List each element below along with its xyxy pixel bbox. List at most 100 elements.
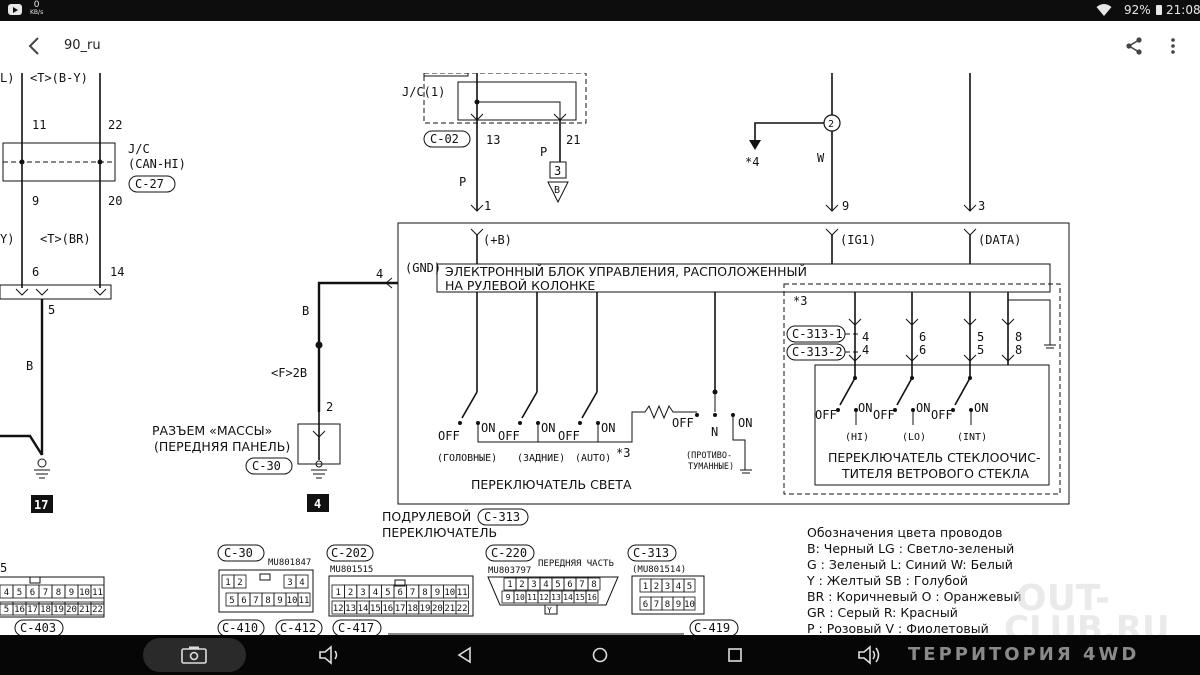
triangle-b (547, 181, 569, 204)
connector-c313-2[interactable]: C-313-2 (792, 345, 843, 359)
ground-4: 4 (314, 497, 321, 511)
jc1-chevrons (470, 113, 567, 121)
connector-pin-number: 5 (4, 605, 9, 615)
wire-star4 (754, 122, 824, 143)
connector-c313-1[interactable]: C-313-1 (792, 327, 843, 341)
connector-pin-number: 10 (515, 593, 525, 602)
light-off-4: OFF (672, 416, 694, 430)
ground-box-17 (31, 495, 53, 513)
connector-pin-number: 5 (687, 582, 692, 592)
home-circle-icon[interactable] (591, 646, 609, 664)
volume-up-icon[interactable] (857, 645, 883, 665)
legend-line: Y : Желтый SB : Голубой (806, 573, 968, 588)
pin-21: 21 (566, 133, 580, 147)
connector-pin-number: 18 (40, 605, 51, 615)
connector-c419[interactable]: C-419 (694, 621, 730, 635)
arrow-down (749, 140, 761, 150)
watermark-line-2: CLUB.RU (1004, 609, 1170, 635)
ecu-title-2: НА РУЛЕВОЙ КОЛОНКЕ (445, 278, 595, 293)
connector-pin-number: 9 (69, 588, 74, 598)
connector-pin-number: 2 (348, 588, 353, 598)
connector-c30-row[interactable]: C-30 (224, 546, 253, 560)
ecu-title-1: ЭЛЕКТРОННЫЙ БЛОК УПРАВЛЕНИЯ, РАСПОЛОЖЕНН… (445, 264, 807, 279)
more-vert-icon[interactable] (1163, 36, 1183, 56)
back-triangle-icon[interactable] (456, 646, 474, 664)
connector-pin-number: 8 (422, 588, 427, 598)
connector-pin-number: 22 (457, 604, 468, 614)
connector-pin-number: 7 (253, 596, 258, 606)
pin-14: 14 (110, 265, 124, 279)
watermark-line-3: ТЕРРИТОРИЯ 4WD (908, 644, 1140, 665)
wiper-switch-box (814, 364, 1050, 486)
connector-pin-number: 8 (56, 588, 61, 598)
connector-c27[interactable]: C-27 (135, 177, 164, 191)
wiring-diagram[interactable]: L) <T>(B-Y) 11 22 J/C (CAN-HI) C-27 9 20… (0, 73, 1200, 635)
connector-pin-number: 5 (229, 596, 234, 606)
legend-line: GR : Серый R: Красный (807, 605, 958, 620)
ground-icon-2 (311, 469, 327, 479)
light-n: N (711, 425, 718, 439)
pin-9: 9 (32, 194, 39, 208)
pin-13: 13 (486, 133, 500, 147)
term-gnd: (GND) (405, 261, 441, 275)
connector-pin-number: 10 (444, 588, 455, 598)
light-switch-name: ПЕРЕКЛЮЧАТЕЛЬ СВЕТА (471, 477, 632, 492)
ground-box-4 (307, 494, 329, 512)
c220-part: MU803797 (488, 566, 531, 576)
connector-tag (423, 130, 471, 148)
pin-c313-8-bot: 8 (1015, 343, 1022, 357)
connector-pin-number: 6 (30, 588, 35, 598)
connector-c403[interactable]: C-403 (20, 621, 56, 635)
connector-c417[interactable]: C-417 (338, 621, 374, 635)
connector-c313-row[interactable]: C-313 (633, 546, 669, 560)
connector-c412[interactable]: C-412 (280, 621, 316, 635)
connector-pin-number: 3 (360, 588, 365, 598)
connector-c410[interactable]: C-410 (222, 621, 258, 635)
volume-down-icon[interactable] (318, 645, 342, 665)
back-arrow-icon[interactable] (22, 33, 48, 59)
legend-line: B: Черный LG : Светло-зеленый (807, 541, 1014, 556)
star-4: *4 (745, 155, 759, 169)
connector-c220[interactable]: C-220 (491, 546, 527, 560)
connector-pin-number: 3 (531, 580, 536, 590)
connector-c313[interactable]: C-313 (484, 510, 520, 524)
connector-pin-number: 8 (591, 580, 596, 590)
connector-c02[interactable]: C-02 (430, 132, 459, 146)
connector-c202[interactable]: C-202 (331, 546, 367, 560)
ground-circle-2 (315, 460, 323, 468)
connector-pin-number: 1 (643, 582, 648, 592)
wire-p-b: P (540, 145, 547, 159)
wiper-off-3: OFF (931, 408, 953, 422)
connector-pin-number: 2 (519, 580, 524, 590)
wiper-switch-contacts (836, 365, 973, 425)
jc-top-tag (423, 73, 469, 77)
chevron (825, 204, 839, 212)
wiper-pin-columns (848, 292, 1056, 365)
connector-c30[interactable]: C-30 (252, 459, 281, 473)
light-on-4: ON (738, 416, 752, 430)
connector-pin-number: 8 (265, 596, 270, 606)
connector-pin-number: 10 (287, 596, 298, 606)
connector-pin-number: 2 (654, 582, 659, 592)
wiper-dashed-frame (783, 283, 1061, 495)
connector-pin-number: 6 (397, 588, 402, 598)
junction-dot (474, 99, 480, 105)
recents-square-icon[interactable] (726, 646, 744, 664)
light-on-3: ON (601, 421, 615, 435)
c220-y: Y (547, 606, 552, 615)
pin-11: 11 (32, 118, 46, 132)
label-l: L) (0, 73, 14, 85)
screenshot-icon[interactable] (181, 646, 207, 664)
youtube-icon (8, 4, 22, 15)
term-data: (DATA) (978, 233, 1021, 247)
screenshot-button[interactable] (143, 638, 246, 672)
share-icon[interactable] (1124, 36, 1144, 56)
pin-6: 6 (32, 265, 39, 279)
pin-c313-6-top: 6 (919, 330, 926, 344)
wiper-on-2: ON (916, 401, 930, 415)
connector-pin-number: 4 (4, 588, 9, 598)
light-on-1: ON (481, 421, 495, 435)
